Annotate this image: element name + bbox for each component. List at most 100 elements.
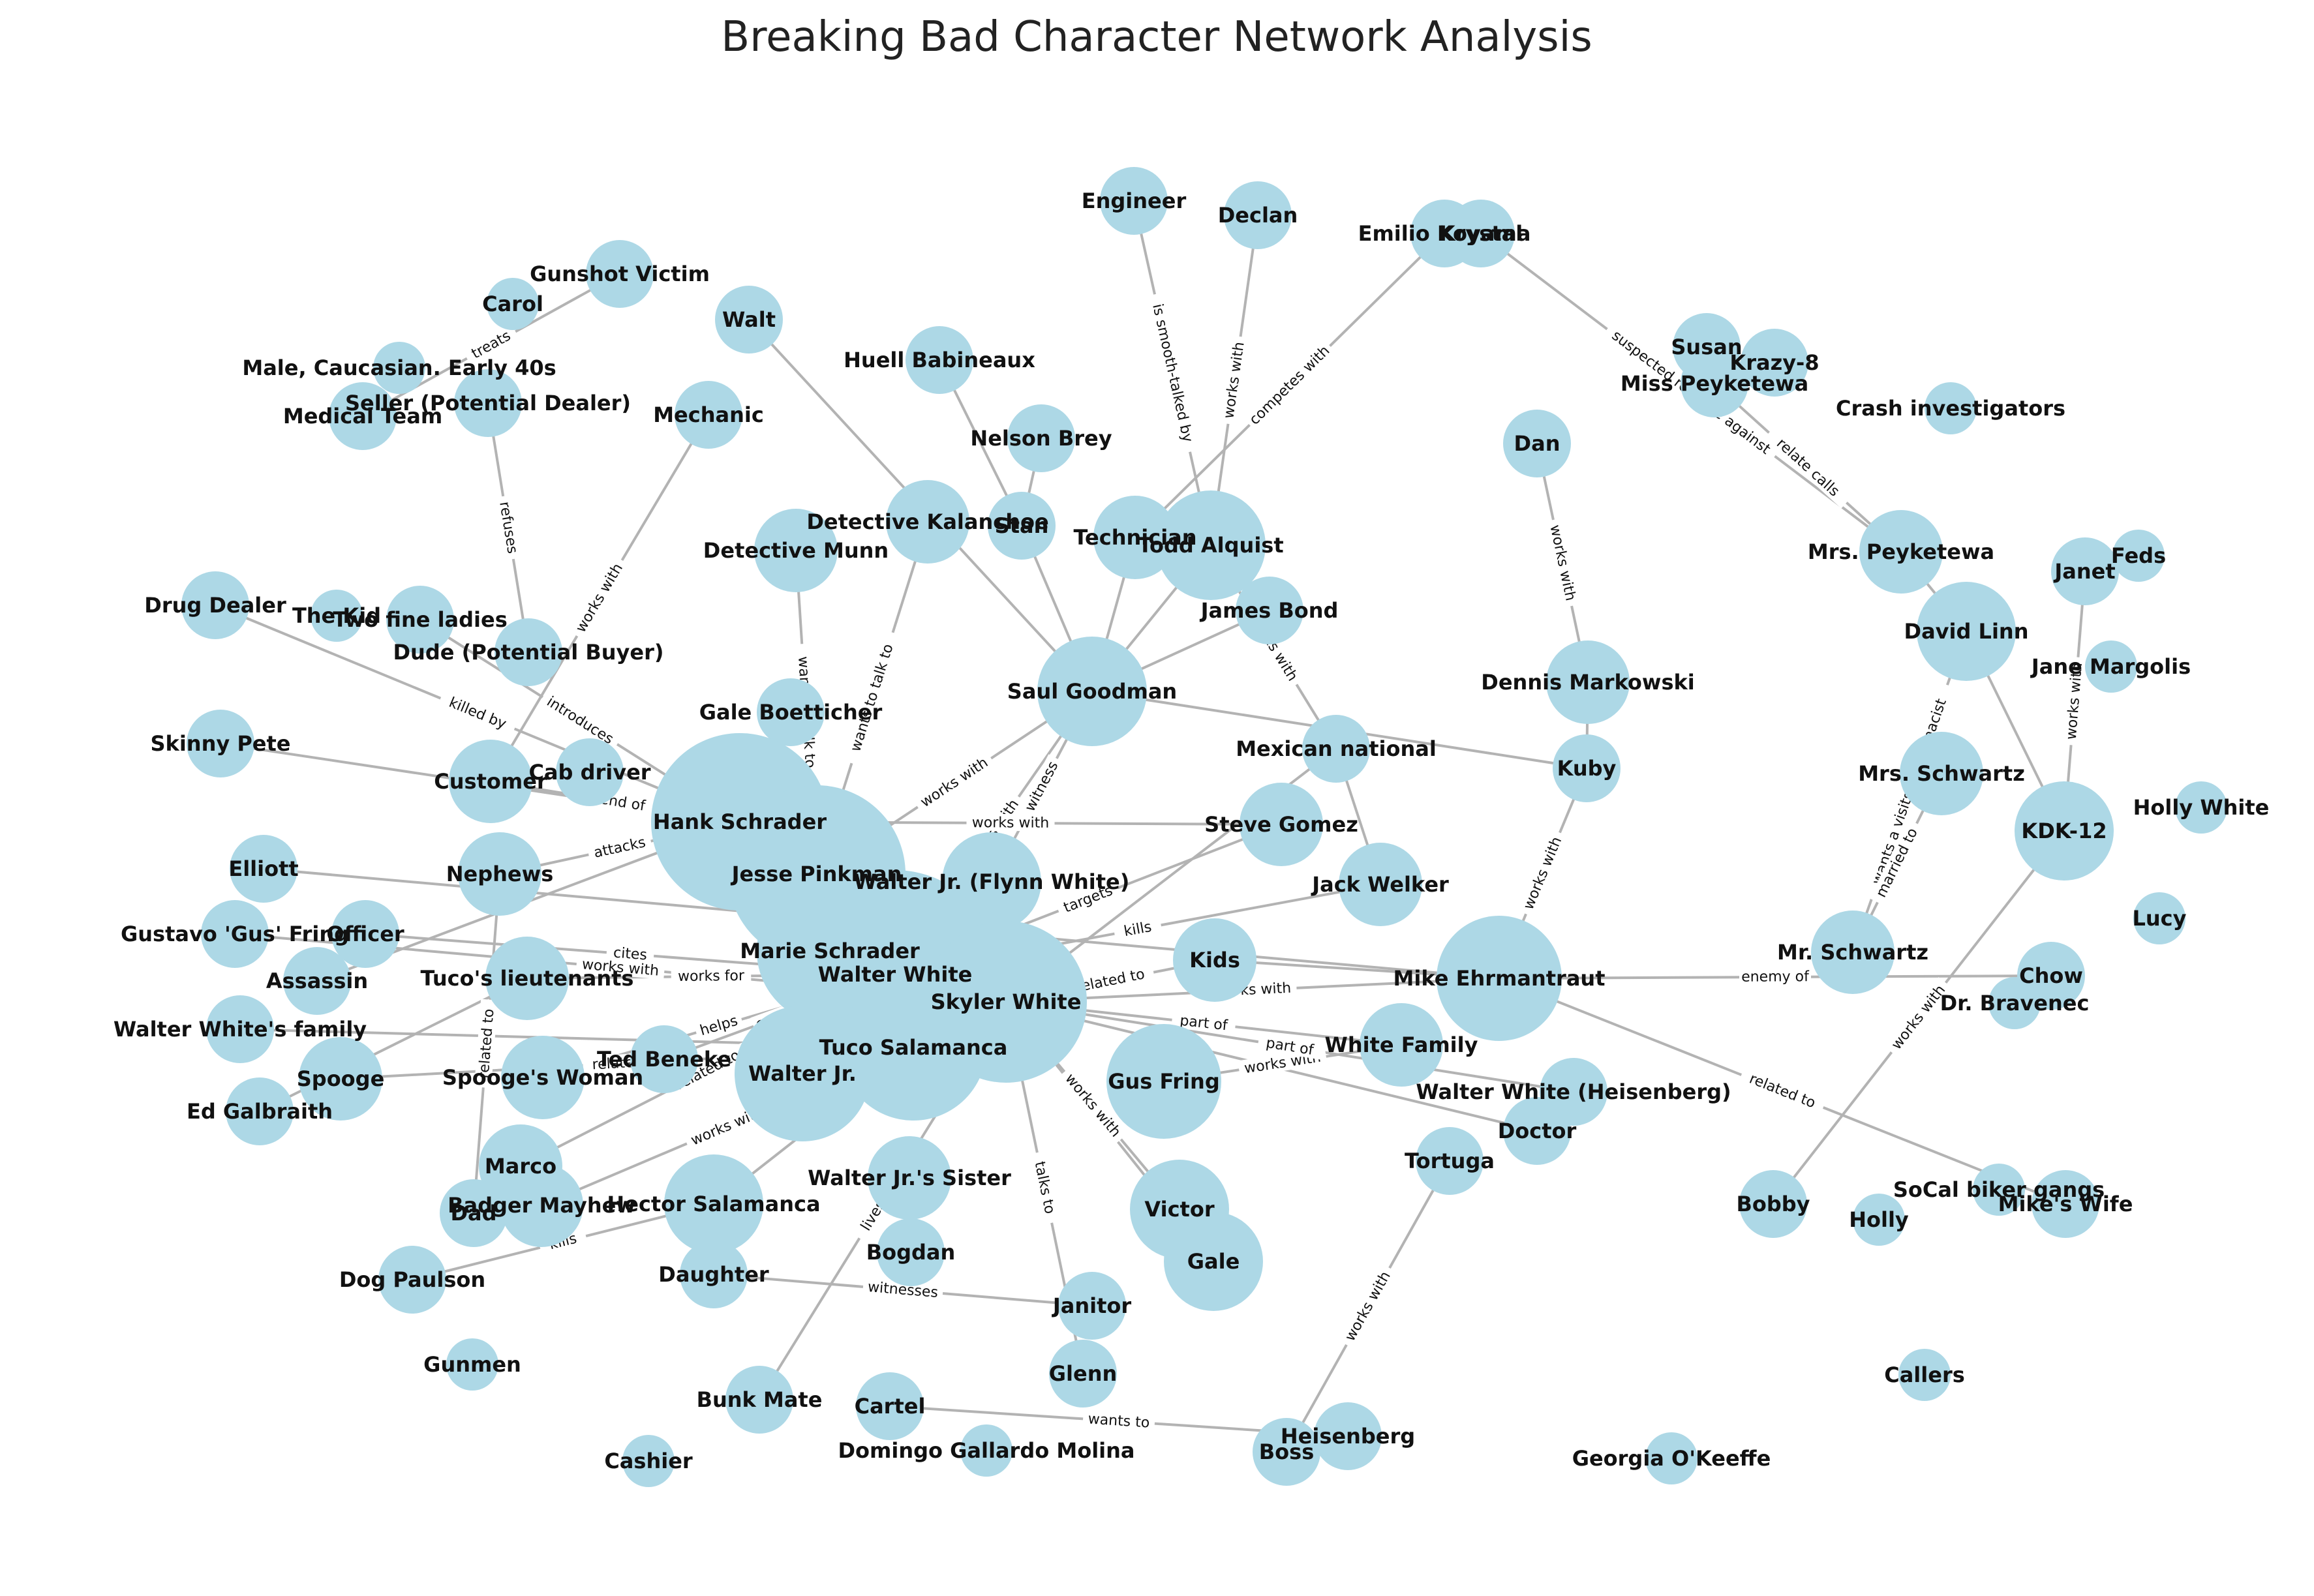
node-label-tortuga: Tortuga [1405,1149,1495,1173]
edge-label-background [2062,656,2086,746]
node-assassin [283,947,351,1015]
edge-label: kills [1123,919,1153,940]
edge-label-background [671,967,752,985]
edge-label-background [1219,335,1249,425]
edge-label-group: cites [605,943,655,964]
node-bunkmate [725,1366,793,1434]
edge-label-group: works for [671,967,752,985]
node-label-saul: Saul Goodman [1007,679,1177,704]
node-skinnypete [187,710,254,777]
node-label-elliott: Elliott [228,856,298,881]
node-label-carol: Carol [482,292,543,316]
node-label-gale_b: Gale Boetticher [699,700,883,725]
node-label-mike: Mike Ehrmantraut [1393,966,1606,991]
node-label-wjr: Walter Jr. [748,1061,857,1086]
edge-label: works with [918,755,991,811]
edge-label: is smooth-talked by [1149,303,1196,444]
node-label-heisenberg: Heisenberg [1281,1424,1415,1449]
node-label-edgalbraith: Ed Galbraith [187,1099,333,1124]
node-label-skinnypete: Skinny Pete [150,731,290,756]
node-socal [1973,1164,2025,1216]
node-label-lucy: Lucy [2133,906,2187,931]
node-wwfamily [206,995,274,1063]
edge-label-background [1029,1151,1061,1225]
node-kid [311,590,363,642]
node-label-kuby: Kuby [1557,756,1617,781]
node-label-gunmen: Gunmen [423,1352,521,1377]
node-mexican [1302,715,1370,783]
node-label-skyler: Skyler White [931,989,1082,1014]
node-label-steve: Steve Gomez [1204,812,1358,837]
edge-label: related to [1747,1071,1818,1112]
node-steve [1240,783,1323,866]
node-medteam [329,382,397,450]
edge-label: introduces [543,694,616,748]
edge-label-background [1738,1066,1827,1115]
edge-label-group: refuses [495,494,523,561]
node-boss [1253,1418,1320,1486]
node-engineer [1100,167,1168,235]
edge-label-group: killed by [437,689,518,736]
node-label-huell: Huell Babineaux [844,348,1035,372]
edge-label-background [1065,963,1155,998]
node-label-todd: Todd Alquist [1138,533,1283,558]
node-lucy [2133,892,2185,944]
node-wjrsister [868,1136,951,1220]
edge-label-group: enemy of [1739,967,1812,986]
node-label-stan: Stan [995,513,1049,538]
node-gale [1164,1212,1263,1311]
edge-label-group: works with [966,813,1055,832]
node-label-gusfring: Gus Fring [1108,1069,1219,1094]
node-dad [440,1179,508,1247]
node-label-assassin: Assassin [266,969,368,993]
node-mechanic [675,381,742,449]
node-officer [331,900,399,968]
node-gusfring2 [201,900,269,968]
node-label-jackwelker: Jack Welker [1311,872,1449,897]
node-declan [1224,181,1292,249]
node-label-walt: Walt [722,307,776,332]
node-glenn [1049,1340,1117,1408]
node-mrspey [1859,510,1943,594]
node-label-malecauc: Male, Caucasian. Early 40s [242,355,556,380]
node-label-susan: Susan [1671,335,1742,359]
node-label-hollywhite: Holly White [2133,795,2270,820]
node-tuco [840,974,986,1121]
node-label-mrschwartz: Mr. Schwartz [1777,940,1928,965]
edge-label-group: competes with [1243,339,1335,431]
node-saul [1037,637,1147,746]
node-feds [2112,530,2165,582]
node-gusfring [1106,1024,1221,1139]
node-label-engineer: Engineer [1082,188,1187,213]
edge-label-group: works with [1338,1263,1397,1349]
node-label-officer: Officer [326,922,404,946]
edge-label-background [693,1010,744,1040]
node-jackwelker [1339,843,1422,926]
node-gunshot [586,240,654,308]
node-kalanchoe [886,480,969,564]
node-label-janitor: Janitor [1052,1293,1132,1318]
edge-label: works with [1221,341,1247,420]
node-label-gusfring2: Gustavo 'Gus' Fring [121,922,349,946]
node-mrsschwartz [1900,732,1983,815]
node-hollywhite [2175,781,2227,834]
node-label-boss: Boss [1259,1439,1314,1464]
node-label-mrsschwartz: Mrs. Schwartz [1858,761,2025,786]
node-davidlinn [1917,582,2016,681]
edge-label: attacks [592,834,647,862]
node-kdk12 [2015,781,2114,881]
node-bobby [1739,1170,1807,1238]
edge-label-background [495,494,523,561]
node-label-dan: Dan [1514,431,1560,456]
edge-label-background [1739,967,1812,986]
node-holly [1853,1194,1905,1246]
node-tucolt [485,937,569,1020]
node-label-daughter: Daughter [658,1262,769,1287]
node-label-cartel: Cartel [855,1394,926,1419]
node-label-victor: Victor [1144,1197,1214,1222]
edge-label-background [538,1227,588,1256]
edge-label: works with [1521,835,1566,912]
edge-label: relate calls [1773,435,1842,500]
node-cashier [622,1435,675,1487]
edge-label-background [1884,977,1952,1057]
